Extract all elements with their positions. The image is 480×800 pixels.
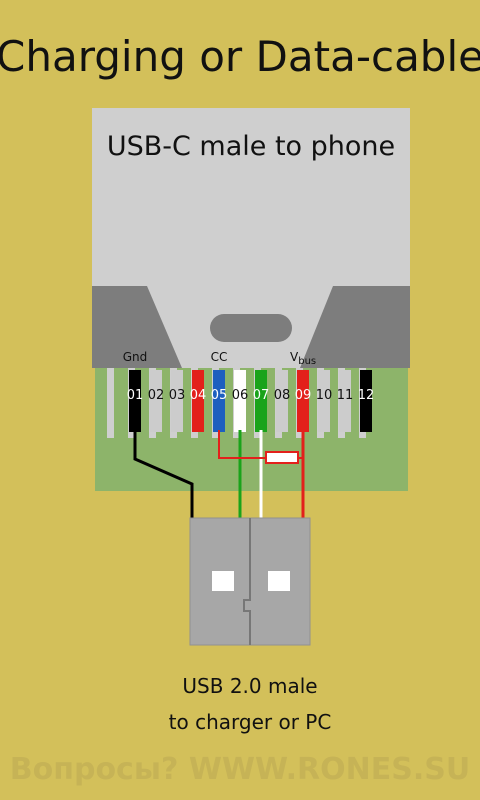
gnd-wire bbox=[133, 430, 194, 520]
pin-number-12: 12 bbox=[358, 388, 375, 403]
pullup-resistor bbox=[265, 451, 299, 464]
usb-plug-label-line1: USB 2.0 male bbox=[182, 674, 317, 698]
cc-resistor-wire bbox=[218, 430, 266, 459]
diagram-title: Charging or Data-cable bbox=[0, 32, 480, 81]
usb-a-plug bbox=[189, 517, 311, 646]
usbc-connector-label: USB-C male to phone bbox=[107, 131, 395, 162]
pin-number-05: 05 bbox=[211, 388, 228, 403]
pin-contact-11 bbox=[339, 370, 351, 432]
pin-contact-01 bbox=[129, 370, 141, 432]
pin-number-10: 10 bbox=[316, 388, 333, 403]
plug-seam bbox=[243, 518, 251, 645]
plug-hole-left bbox=[212, 571, 234, 591]
pin-contact-05 bbox=[213, 370, 225, 432]
usb-plug-label-line2: to charger or PC bbox=[169, 710, 332, 734]
usbc-connector bbox=[92, 108, 410, 368]
contact-finger bbox=[107, 368, 114, 438]
usbc-pins: 01 02 03 04 05 06 07 08 09 10 11 12 bbox=[127, 370, 375, 432]
pin-number-09: 09 bbox=[295, 388, 312, 403]
pin-number-04: 04 bbox=[190, 388, 207, 403]
pin-number-02: 02 bbox=[148, 388, 165, 403]
pin-contact-08 bbox=[276, 370, 288, 432]
pin-contact-07 bbox=[255, 370, 267, 432]
pin-contact-12 bbox=[360, 370, 372, 432]
pin-contact-03 bbox=[171, 370, 183, 432]
vbus-signal-label: Vbus bbox=[290, 350, 316, 367]
pin-number-07: 07 bbox=[253, 388, 270, 403]
pin-number-08: 08 bbox=[274, 388, 291, 403]
plug-hole-right bbox=[268, 571, 290, 591]
wiring bbox=[133, 430, 305, 520]
pin-contact-09 bbox=[297, 370, 309, 432]
usbc-port-slot bbox=[210, 314, 292, 342]
pin-number-06: 06 bbox=[232, 388, 249, 403]
pin-number-03: 03 bbox=[169, 388, 186, 403]
watermark: Вопросы? WWW.RONES.SU bbox=[10, 752, 470, 787]
pin-contact-04 bbox=[192, 370, 204, 432]
pin-number-11: 11 bbox=[337, 388, 354, 403]
pcb-board bbox=[95, 368, 408, 491]
pin-contact-02 bbox=[150, 370, 162, 432]
pin-contact-10 bbox=[318, 370, 330, 432]
pin-contact-06 bbox=[234, 370, 246, 432]
gnd-signal-label: Gnd bbox=[123, 350, 148, 364]
cc-signal-label: CC bbox=[211, 350, 228, 364]
pin-number-01: 01 bbox=[127, 388, 144, 403]
